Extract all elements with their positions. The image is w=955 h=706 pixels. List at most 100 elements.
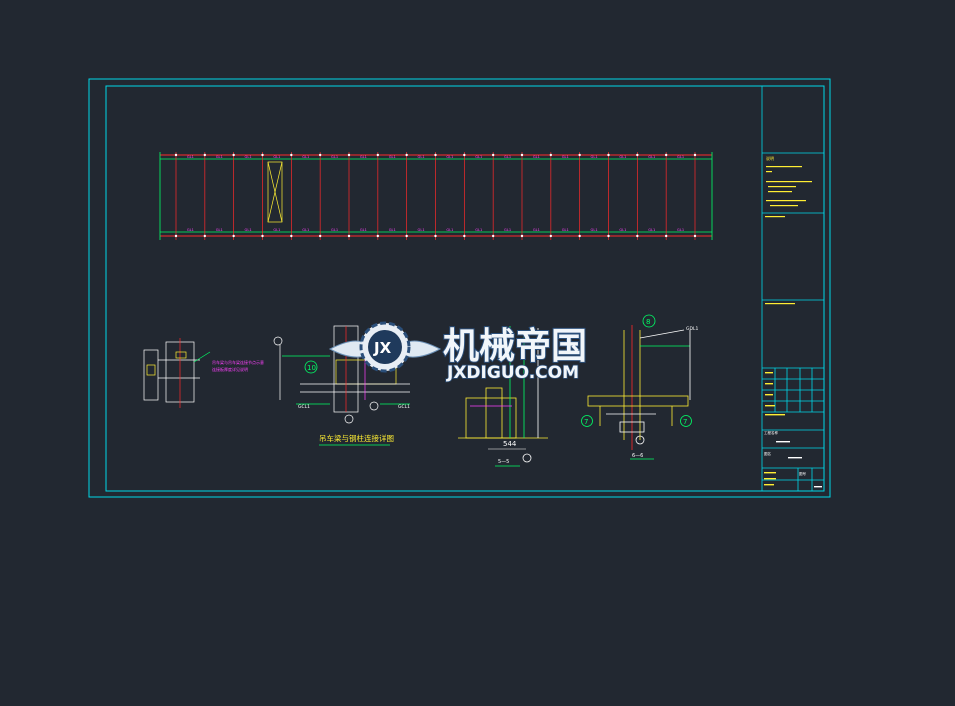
plan-grid-node bbox=[607, 153, 610, 157]
plan-grid-node bbox=[376, 153, 380, 157]
dimension-544: 544 bbox=[503, 440, 517, 448]
plan-label-bottom: GL1 bbox=[446, 228, 453, 232]
section-6-label: 6—6 bbox=[632, 453, 643, 459]
plan-label-bottom: GL1 bbox=[619, 228, 626, 232]
plan-label-bottom: GL1 bbox=[331, 228, 338, 232]
plan-label-top: GL1 bbox=[562, 155, 569, 159]
plan-grid-node bbox=[549, 234, 553, 238]
plan-label-top: GL1 bbox=[216, 155, 223, 159]
callout-8-bubble bbox=[642, 314, 656, 328]
callout-7a: 7 bbox=[584, 418, 588, 426]
plan-grid-node bbox=[520, 234, 524, 238]
plan-label-bottom: GL1 bbox=[187, 228, 194, 232]
plan-grid-node bbox=[174, 234, 178, 238]
plan-label-top: GL1 bbox=[360, 155, 367, 159]
plan-label-top: GL1 bbox=[446, 155, 453, 159]
plan-label-top: GL1 bbox=[504, 155, 511, 159]
plan-label-top: GL1 bbox=[273, 155, 280, 159]
label-gcl1-left: GCL1 bbox=[298, 404, 310, 410]
crane-beam-plan: GL1GL1GL1GL1GL1GL1GL1GL1GL1GL1GL1GL1GL1G… bbox=[159, 152, 713, 240]
plan-grid-node bbox=[405, 153, 408, 157]
watermark-brand-cn: 机械帝国 bbox=[443, 326, 587, 367]
watermark: JX 机械帝国 JXDIGUO.COM bbox=[328, 321, 588, 384]
plan-grid-node bbox=[347, 234, 351, 238]
plan-labels: GL1GL1GL1GL1GL1GL1GL1GL1GL1GL1GL1GL1GL1G… bbox=[187, 155, 684, 232]
plan-grid-node bbox=[232, 153, 235, 157]
plan-grid-node bbox=[491, 234, 495, 238]
drawing-title-label: 图名 bbox=[764, 451, 771, 456]
outer-frame bbox=[88, 78, 831, 498]
plan-grid-node bbox=[520, 153, 524, 157]
callout-8: 8 bbox=[646, 318, 650, 326]
plan-label-top: GL1 bbox=[302, 155, 309, 159]
plan-grid-node bbox=[290, 153, 293, 157]
left-detail bbox=[143, 338, 211, 408]
plan-label-bottom: GL1 bbox=[504, 228, 511, 232]
plan-grid-node bbox=[318, 153, 322, 157]
plan-label-top: GL1 bbox=[619, 155, 626, 159]
label-gdl1: GDL1 bbox=[686, 326, 698, 332]
plan-grid-node bbox=[693, 234, 697, 238]
title-block-text: 工程名称 图名 图号 bbox=[764, 372, 822, 488]
callout-7b: 7 bbox=[683, 418, 687, 426]
plan-label-bottom: GL1 bbox=[216, 228, 223, 232]
plan-label-bottom: GL1 bbox=[475, 228, 482, 232]
bracing-panel bbox=[267, 161, 283, 223]
plan-grid-node bbox=[693, 153, 697, 157]
plan-label-bottom: GL1 bbox=[533, 228, 540, 232]
watermark-logo-letters: JX bbox=[373, 339, 392, 357]
plan-label-top: GL1 bbox=[677, 155, 684, 159]
plan-label-top: GL1 bbox=[475, 155, 482, 159]
plan-grid-node bbox=[290, 234, 293, 238]
plan-grid-node bbox=[174, 153, 178, 157]
plan-label-bottom: GL1 bbox=[562, 228, 569, 232]
plan-grid-node bbox=[318, 234, 322, 238]
plan-label-top: GL1 bbox=[187, 155, 194, 159]
plan-label-bottom: GL1 bbox=[389, 228, 396, 232]
plan-grid-node bbox=[664, 153, 668, 157]
notes-block: 说明 bbox=[765, 155, 812, 305]
plan-grid-node bbox=[376, 234, 380, 238]
plan-grid-node bbox=[232, 234, 235, 238]
plan-grid-node bbox=[434, 234, 437, 238]
plan-grid-node bbox=[203, 234, 207, 238]
plan-grid-node bbox=[578, 234, 581, 238]
callout-7b-bubble bbox=[680, 415, 692, 427]
plan-label-bottom: GL1 bbox=[273, 228, 280, 232]
left-note-1: 吊车梁与吊车梁连接节点示意 bbox=[212, 359, 264, 365]
section-6-detail bbox=[587, 325, 691, 450]
plan-grid-node bbox=[405, 234, 408, 238]
plan-grid-node bbox=[463, 234, 466, 238]
plan-grid-node bbox=[463, 153, 466, 157]
left-note-2: 连接板厚度详见说明 bbox=[212, 366, 248, 372]
watermark-logo-icon: JX bbox=[328, 321, 442, 373]
center-detail-title: 吊车梁与钢柱连接详图 bbox=[319, 433, 394, 443]
callout-10-bubble bbox=[304, 360, 318, 374]
plan-label-bottom: GL1 bbox=[302, 228, 309, 232]
plan-label-bottom: GL1 bbox=[591, 228, 598, 232]
plan-grid-node bbox=[636, 234, 639, 238]
section-5-label: 5—5 bbox=[498, 459, 509, 465]
project-label: 工程名称 bbox=[764, 430, 778, 435]
plan-grid-node bbox=[203, 153, 207, 157]
plan-label-top: GL1 bbox=[418, 155, 425, 159]
plan-label-top: GL1 bbox=[648, 155, 655, 159]
callout-10: 10 bbox=[307, 364, 316, 372]
plan-grid-node bbox=[549, 153, 553, 157]
drawing-no-label: 图号 bbox=[799, 471, 807, 476]
plan-grid-node bbox=[347, 153, 351, 157]
plan-grid-node bbox=[261, 234, 264, 238]
plan-label-top: GL1 bbox=[533, 155, 540, 159]
callout-7a-bubble bbox=[581, 415, 593, 427]
notes-title: 说明 bbox=[766, 155, 774, 161]
plan-label-bottom: GL1 bbox=[648, 228, 655, 232]
plan-label-top: GL1 bbox=[245, 155, 252, 159]
plan-label-top: GL1 bbox=[331, 155, 338, 159]
plan-grid-node bbox=[261, 153, 264, 157]
plan-label-bottom: GL1 bbox=[245, 228, 252, 232]
title-column bbox=[761, 86, 824, 491]
label-gcl1-right: GCL1 bbox=[398, 404, 410, 410]
section-5-detail bbox=[458, 326, 548, 463]
